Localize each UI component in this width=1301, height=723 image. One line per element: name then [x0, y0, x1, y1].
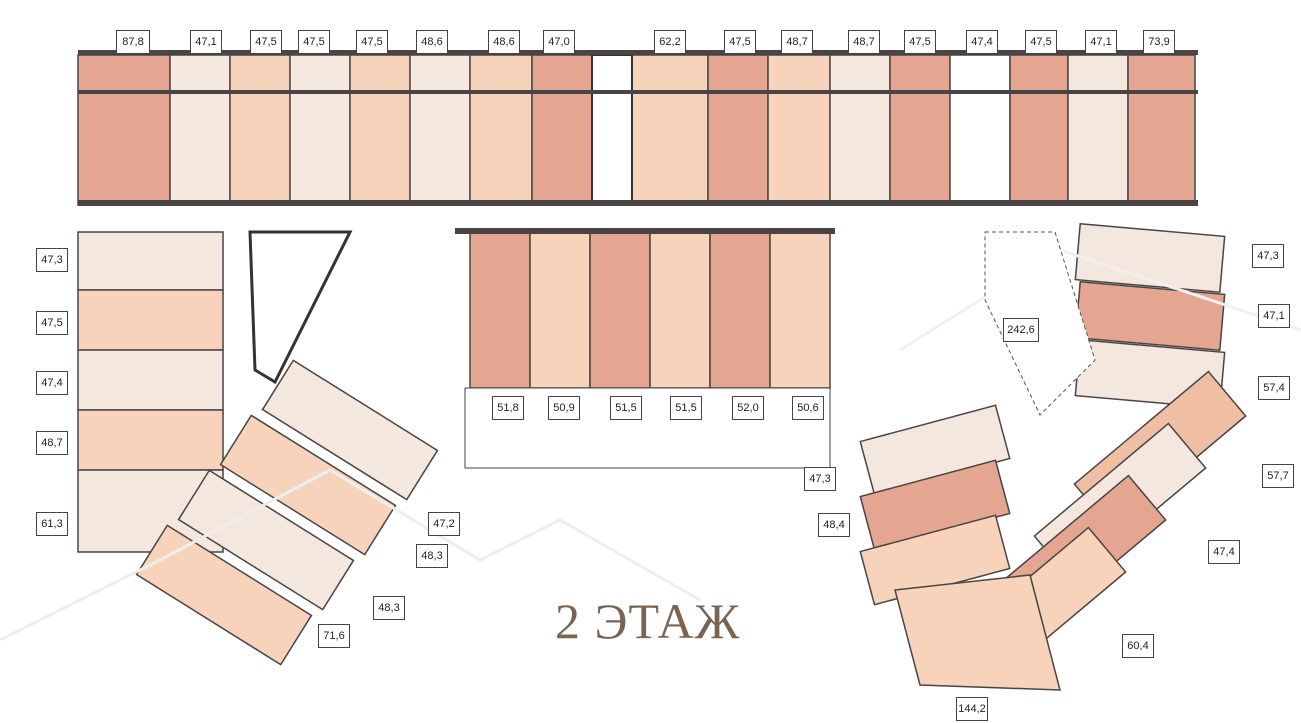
unit-area-label: 47,1: [1085, 30, 1117, 54]
apartment-unit[interactable]: [469, 54, 533, 206]
apartment-unit[interactable]: [177, 469, 355, 611]
apartment-unit[interactable]: [77, 54, 171, 206]
apartment-unit[interactable]: [77, 349, 224, 411]
apartment-unit[interactable]: [859, 404, 1011, 496]
stairwell-top: [591, 54, 633, 206]
apartment-unit[interactable]: [261, 359, 439, 501]
apartment-unit[interactable]: [1074, 222, 1226, 294]
unit-area-label: 51,5: [610, 396, 642, 420]
unit-area-label: 48,7: [781, 30, 813, 54]
wall: [455, 228, 835, 234]
unit-area-label: 87,8: [116, 30, 150, 54]
apartment-unit[interactable]: [219, 414, 397, 556]
apartment-unit[interactable]: [709, 231, 771, 389]
apartment-unit[interactable]: [631, 54, 709, 206]
apartment-unit[interactable]: [769, 231, 831, 389]
unit-area-label: 47,5: [356, 30, 388, 54]
apartment-unit[interactable]: [135, 524, 313, 666]
apartment-unit[interactable]: [829, 54, 891, 206]
unit-area-label: 48,7: [36, 431, 68, 455]
apartment-unit[interactable]: [1127, 54, 1196, 206]
apartment-unit[interactable]: [707, 54, 769, 206]
unit-area-label: 57,4: [1258, 376, 1290, 400]
apartment-unit[interactable]: [77, 231, 224, 291]
unit-area-label: 62,2: [654, 30, 686, 54]
unit-area-label: 50,9: [548, 396, 580, 420]
unit-area-label: 47,3: [1252, 244, 1284, 268]
apartment-unit[interactable]: [1074, 280, 1226, 352]
apartment-unit[interactable]: [169, 54, 231, 206]
unit-area-label: 47,2: [428, 512, 460, 536]
unit-area-label: 47,0: [543, 30, 575, 54]
unit-area-label: 47,5: [904, 30, 936, 54]
terrace: [464, 387, 831, 469]
unit-area-label: 48,6: [488, 30, 520, 54]
unit-area-label: 50,6: [792, 396, 824, 420]
courtyard-right: [984, 231, 1096, 416]
unit-area-label: 47,5: [1025, 30, 1057, 54]
apartment-unit[interactable]: [859, 514, 1011, 606]
unit-area-label: 73,9: [1143, 30, 1175, 54]
apartment-unit[interactable]: [409, 54, 471, 206]
apartment-unit[interactable]: [77, 289, 224, 351]
unit-area-label: 51,5: [670, 396, 702, 420]
unit-area-label: 47,5: [36, 311, 68, 335]
apartment-unit[interactable]: [767, 54, 831, 206]
unit-area-label: 51,8: [492, 396, 524, 420]
unit-area-label: 47,5: [250, 30, 282, 54]
apartment-unit[interactable]: [589, 231, 651, 389]
unit-area-label: 48,6: [416, 30, 448, 54]
wall: [78, 90, 1198, 94]
unit-area-label: 47,3: [36, 248, 68, 272]
apartment-unit[interactable]: [649, 231, 711, 389]
unit-area-label: 52,0: [732, 396, 764, 420]
apartment-unit[interactable]: [77, 409, 224, 471]
wall: [78, 200, 1198, 206]
background-mountain: [0, 468, 701, 642]
apartment-unit[interactable]: [289, 54, 351, 206]
unit-area-label: 47,4: [1208, 540, 1240, 564]
unit-area-label: 60,4: [1122, 634, 1154, 658]
unit-area-label: 47,1: [190, 30, 222, 54]
apartment-unit[interactable]: [469, 231, 531, 389]
unit-area-label: 48,4: [818, 513, 850, 537]
apartment-unit[interactable]: [1009, 54, 1069, 206]
unit-area-label: 47,4: [966, 30, 998, 54]
apartment-unit[interactable]: [229, 54, 291, 206]
unit-area-label: 57,7: [1262, 464, 1294, 488]
unit-area-label: 47,3: [804, 467, 836, 491]
unit-area-label: 48,7: [848, 30, 880, 54]
unit-area-label: 48,3: [373, 596, 405, 620]
wall: [78, 50, 1198, 55]
apartment-unit[interactable]: [1067, 54, 1129, 206]
unit-area-label: 47,5: [298, 30, 330, 54]
apartment-unit[interactable]: [894, 574, 1061, 691]
apartment-unit[interactable]: [77, 469, 224, 553]
unit-area-label: 71,6: [318, 624, 350, 648]
unit-area-label: 48,3: [416, 544, 448, 568]
apartment-unit[interactable]: [529, 231, 591, 389]
unit-area-label: 144,2: [956, 697, 988, 721]
apartment-unit[interactable]: [859, 459, 1011, 551]
unit-area-label: 47,5: [724, 30, 756, 54]
apartment-unit[interactable]: [349, 54, 411, 206]
floor-title: 2 ЭТАЖ: [555, 593, 741, 649]
apartment-unit[interactable]: [889, 54, 951, 206]
unit-area-label: 242,6: [1003, 318, 1039, 342]
unit-area-label: 47,1: [1258, 304, 1290, 328]
unit-area-label: 47,4: [36, 371, 68, 395]
unit-area-label: 61,3: [36, 512, 68, 536]
courtyard-left: [248, 230, 353, 385]
apartment-unit[interactable]: [949, 54, 1011, 206]
